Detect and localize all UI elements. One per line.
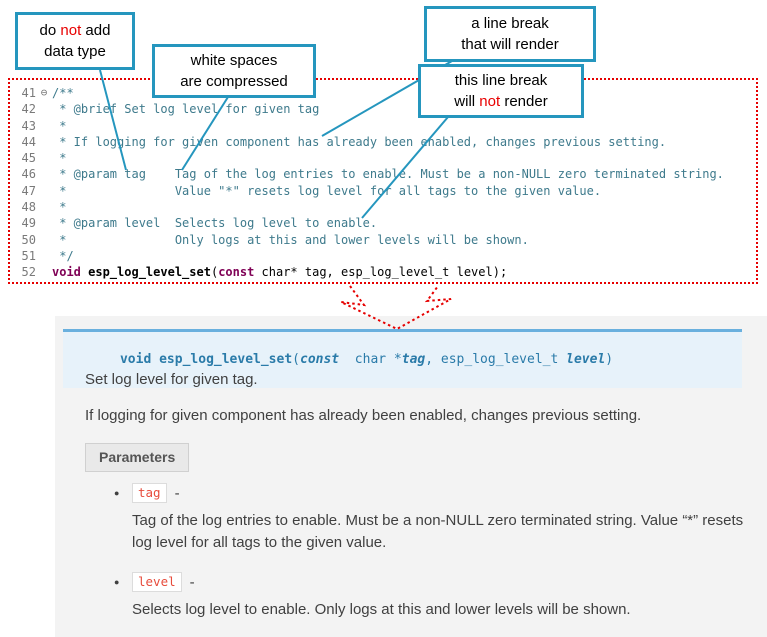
comment-text: * bbox=[52, 200, 67, 215]
fold-spacer bbox=[36, 232, 52, 248]
sig-type: esp_log_level_t bbox=[440, 352, 567, 367]
comment-text: * @param level Selects log level to enab… bbox=[52, 216, 378, 231]
doc-detail-text: If logging for given component has alrea… bbox=[85, 407, 642, 424]
code-text: char* tag, esp_log_level_t level); bbox=[254, 265, 508, 280]
fold-spacer bbox=[36, 118, 52, 134]
line-number: 51 bbox=[21, 248, 36, 263]
param-item-tag: ● tag - Tag of the log entries to enable… bbox=[114, 483, 754, 554]
callout-no-datatype: do not add data type bbox=[15, 12, 135, 70]
parameters-header: Parameters bbox=[85, 443, 190, 472]
fold-spacer bbox=[36, 199, 52, 215]
callout-whitespace-compressed: white spaces are compressed bbox=[152, 44, 316, 98]
comment-text: * @brief Set log level for given tag bbox=[52, 102, 320, 117]
param-dash: - bbox=[174, 484, 180, 502]
sig-function-name: esp_log_level_set bbox=[159, 352, 293, 367]
doc-brief-text: Set log level for given tag. bbox=[85, 371, 258, 388]
code-line-44: 44 * If logging for given component has … bbox=[10, 134, 756, 150]
line-number: 52 bbox=[21, 265, 36, 280]
param-name-literal: tag bbox=[132, 483, 167, 503]
param-item-level: ● level - Selects log level to enable. O… bbox=[114, 572, 754, 621]
callout-line: a line break bbox=[471, 15, 549, 32]
param-dash: - bbox=[189, 573, 195, 591]
comment-text: * Only logs at this and lower levels wil… bbox=[52, 232, 529, 247]
function-name: esp_log_level_set bbox=[80, 265, 211, 280]
callout-text: do bbox=[39, 22, 61, 39]
fold-spacer bbox=[36, 183, 52, 199]
keyword-void: void bbox=[52, 265, 81, 280]
sig-punct: ( bbox=[292, 352, 300, 367]
fold-spacer bbox=[36, 150, 52, 166]
line-number: 47 bbox=[21, 183, 36, 198]
sig-punct: , bbox=[425, 352, 441, 367]
callout-text: will bbox=[454, 93, 480, 110]
callout-line: do not add bbox=[40, 20, 111, 41]
comment-text: /** bbox=[52, 86, 74, 100]
comment-text: * If logging for given component has alr… bbox=[52, 134, 667, 149]
fold-spacer bbox=[36, 215, 52, 231]
code-line-48: 48 * bbox=[10, 199, 756, 215]
line-number: 49 bbox=[21, 216, 36, 231]
callout-line: that will render bbox=[461, 36, 559, 53]
rendered-docs-panel: void esp_log_level_set(const char *tag, … bbox=[55, 316, 767, 637]
callout-line-break-renders: a line break that will render bbox=[424, 6, 596, 62]
param-name-literal: level bbox=[132, 572, 182, 592]
callout-line: will not render bbox=[454, 91, 547, 112]
line-number: 42 bbox=[21, 102, 36, 117]
callout-text: render bbox=[500, 93, 548, 110]
code-line-47: 47 * Value "*" resets log level for all … bbox=[10, 183, 756, 199]
code-line-49: 49 * @param level Selects log level to e… bbox=[10, 215, 756, 231]
code-line-46: 46 * @param tag Tag of the log entries t… bbox=[10, 166, 756, 182]
code-line-52: 52 void esp_log_level_set(const char* tag… bbox=[10, 264, 756, 280]
callout-text-red: not bbox=[479, 93, 501, 110]
comment-text: * bbox=[52, 118, 67, 133]
comment-text: * Value "*" resets log level for all tag… bbox=[52, 183, 602, 198]
fold-spacer bbox=[36, 101, 52, 117]
line-number: 43 bbox=[21, 118, 36, 133]
line-number: 44 bbox=[21, 134, 36, 149]
fold-spacer bbox=[36, 166, 52, 182]
sig-type: char * bbox=[339, 352, 402, 367]
callout-line: are compressed bbox=[180, 73, 288, 90]
sig-arg-tag: tag bbox=[401, 352, 426, 367]
line-number: 50 bbox=[21, 232, 36, 247]
callout-text-red: not bbox=[60, 22, 82, 39]
keyword-const: const bbox=[218, 265, 255, 280]
sig-keyword: void bbox=[119, 352, 160, 367]
line-number: 45 bbox=[21, 151, 36, 166]
function-signature: void esp_log_level_set(const char *tag, … bbox=[63, 329, 742, 388]
code-line-41: 41 ⊖ /** bbox=[10, 85, 756, 101]
bullet-icon: ● bbox=[114, 488, 120, 498]
callout-line: white spaces bbox=[190, 52, 278, 69]
fold-spacer bbox=[36, 134, 52, 150]
param-description: Tag of the log entries to enable. Must b… bbox=[132, 512, 744, 551]
sig-const: const bbox=[300, 352, 340, 367]
fold-spacer bbox=[36, 248, 52, 264]
punct: ( bbox=[210, 265, 219, 280]
comment-text: * @param tag Tag of the log entries to e… bbox=[52, 167, 724, 182]
code-line-45: 45 * bbox=[10, 150, 756, 166]
bullet-icon: ● bbox=[114, 577, 120, 587]
sig-arg-level: level bbox=[566, 352, 606, 367]
callout-line: data type bbox=[44, 43, 106, 60]
code-line-43: 43 * bbox=[10, 118, 756, 134]
param-description: Selects log level to enable. Only logs a… bbox=[132, 601, 631, 618]
callout-text: add bbox=[81, 22, 111, 39]
comment-text: * bbox=[52, 151, 67, 166]
param-row: ● tag - bbox=[114, 483, 754, 503]
code-line-51: 51 */ bbox=[10, 248, 756, 264]
callout-line: this line break bbox=[454, 72, 548, 89]
line-number: 41 bbox=[21, 86, 36, 100]
code-line-42: 42 * @brief Set log level for given tag bbox=[10, 101, 756, 117]
param-row: ● level - bbox=[114, 572, 754, 592]
fold-toggle-icon[interactable]: ⊖ bbox=[40, 86, 48, 99]
callout-line-break-not-render: this line break will not render bbox=[418, 64, 584, 118]
code-line-50: 50 * Only logs at this and lower levels … bbox=[10, 232, 756, 248]
line-number: 48 bbox=[21, 200, 36, 215]
sig-punct: ) bbox=[605, 352, 614, 367]
comment-text: */ bbox=[52, 248, 74, 263]
line-number: 46 bbox=[21, 167, 36, 182]
code-editor-snippet: 41 ⊖ /** 42 * @brief Set log level for giv… bbox=[8, 78, 758, 284]
fold-spacer bbox=[36, 264, 52, 280]
